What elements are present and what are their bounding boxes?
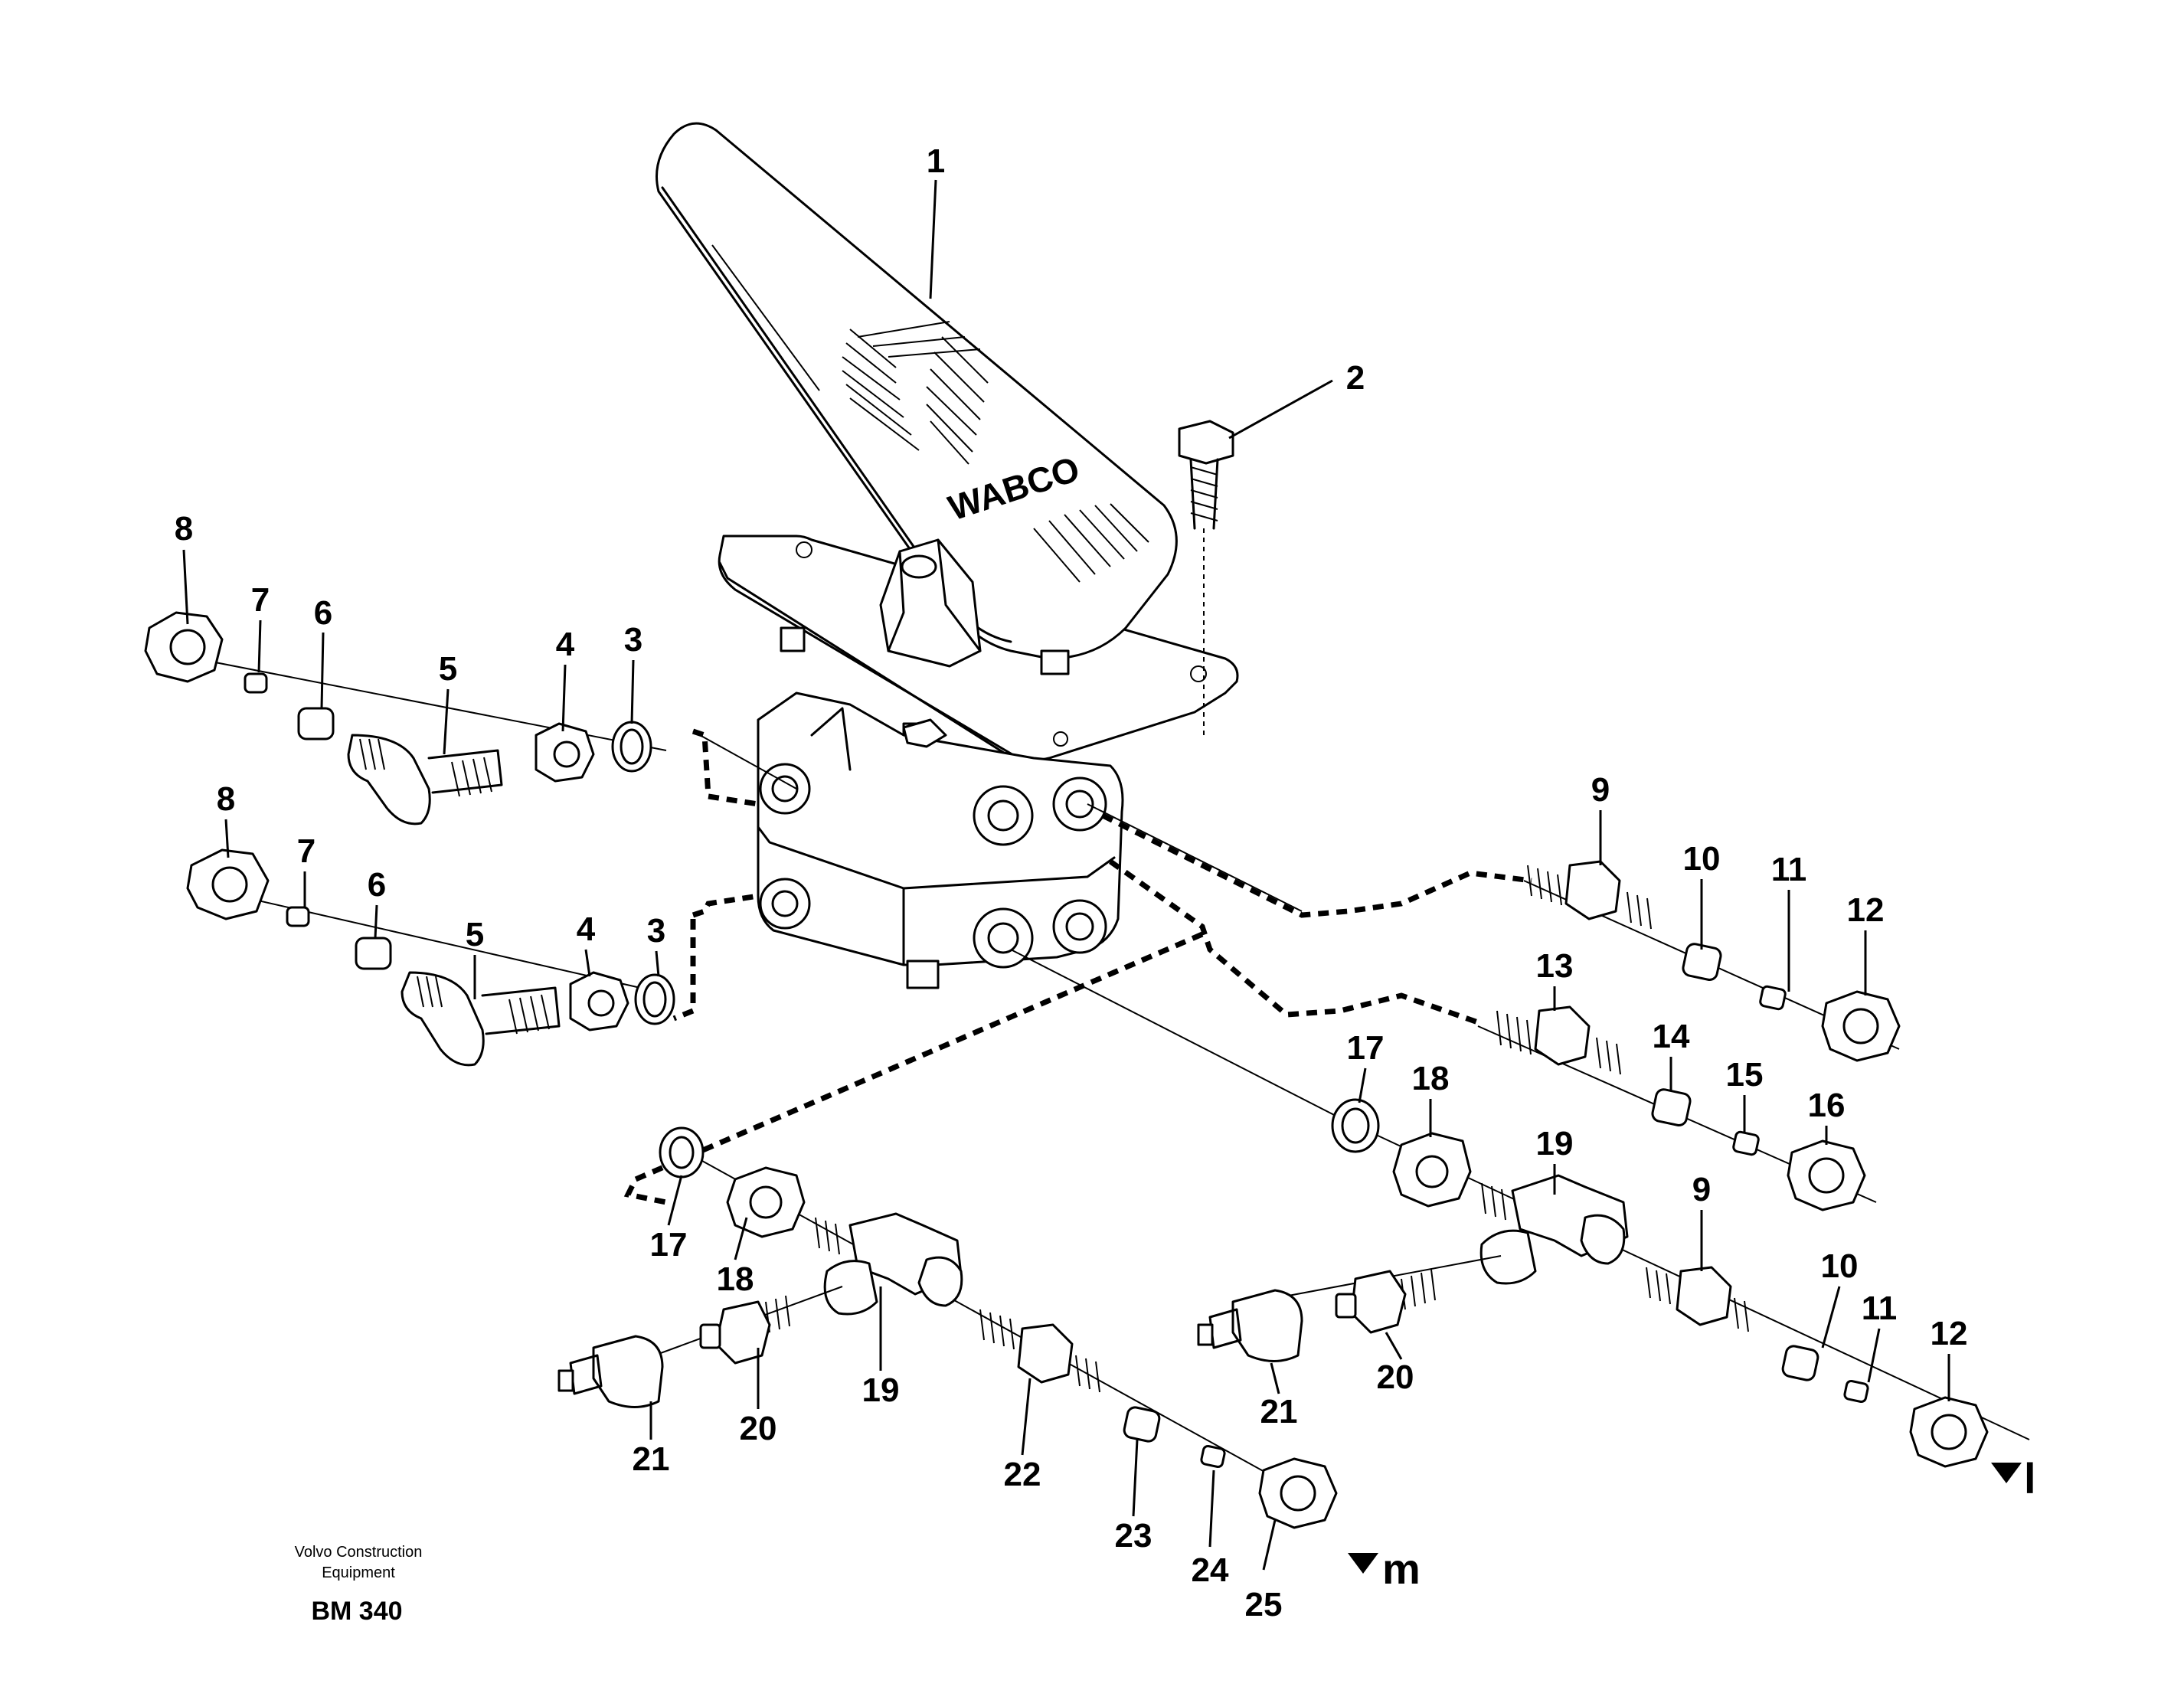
- label-part-11: 11: [1862, 1290, 1898, 1327]
- upper-left-fittings: [144, 611, 667, 825]
- label-part-3: 3: [624, 621, 642, 659]
- label-part-2: 2: [1346, 359, 1365, 397]
- label-part-6: 6: [368, 866, 386, 904]
- brake-pedal: WABCO: [656, 122, 1239, 763]
- label-part-19: 19: [1536, 1125, 1574, 1162]
- caption-line-1: Volvo Construction: [295, 1544, 423, 1561]
- reference-l: l: [2024, 1454, 2036, 1502]
- caption-line-2: Equipment: [322, 1564, 395, 1581]
- label-part-18: 18: [717, 1260, 754, 1298]
- label-part-16: 16: [1808, 1087, 1846, 1124]
- middle-right-fittings: [1477, 1005, 1877, 1211]
- triangle-marker-icon: [1991, 1463, 2022, 1483]
- reference-markers: m l: [1348, 1454, 2036, 1593]
- label-part-12: 12: [1847, 891, 1885, 929]
- label-part-19: 19: [862, 1371, 900, 1409]
- label-part-4: 4: [556, 626, 575, 663]
- triangle-marker-icon: [1348, 1553, 1378, 1574]
- pipe-routing: [623, 728, 1532, 1205]
- label-part-7: 7: [251, 581, 270, 619]
- label-part-21: 21: [1260, 1393, 1298, 1430]
- right-tee-assembly: [1197, 1098, 2030, 1468]
- label-part-17: 17: [1347, 1029, 1385, 1067]
- reference-m: m: [1382, 1545, 1421, 1593]
- label-part-21: 21: [633, 1440, 670, 1478]
- label-part-20: 20: [740, 1410, 777, 1447]
- label-part-25: 25: [1245, 1586, 1283, 1623]
- label-part-5: 5: [439, 650, 457, 688]
- brake-valve-body: [757, 691, 1124, 989]
- label-part-23: 23: [1115, 1517, 1152, 1555]
- label-part-14: 14: [1653, 1018, 1690, 1055]
- label-part-5: 5: [466, 916, 484, 953]
- leader-lines: [182, 179, 1950, 1571]
- label-part-4: 4: [577, 910, 596, 948]
- publisher-caption: Volvo Construction Equipment BM 340: [295, 1544, 423, 1626]
- lower-left-fittings: [186, 848, 675, 1067]
- mounting-bolt: [1178, 420, 1234, 735]
- left-tee-assembly: [557, 1126, 1338, 1529]
- label-part-11: 11: [1771, 851, 1807, 888]
- label-part-10: 10: [1683, 840, 1721, 878]
- upper-right-fittings: [1523, 860, 1901, 1062]
- drawing-code: BM 340: [311, 1597, 402, 1626]
- label-part-24: 24: [1192, 1551, 1229, 1589]
- label-part-22: 22: [1004, 1456, 1041, 1493]
- label-part-7: 7: [297, 832, 316, 870]
- label-part-18: 18: [1412, 1060, 1450, 1097]
- label-part-9: 9: [1591, 771, 1610, 809]
- label-part-9: 9: [1692, 1171, 1711, 1208]
- label-part-10: 10: [1821, 1247, 1859, 1285]
- part-number-labels: 1 2 8 7 6 5 4 3 8 7 6 5 4 3 9 10 11 12 1…: [175, 142, 1968, 1623]
- label-part-3: 3: [647, 912, 665, 950]
- label-part-1: 1: [927, 142, 945, 180]
- label-part-8: 8: [217, 780, 235, 818]
- label-part-15: 15: [1726, 1056, 1764, 1094]
- label-part-20: 20: [1377, 1358, 1414, 1396]
- label-part-8: 8: [175, 510, 193, 548]
- label-part-17: 17: [650, 1226, 688, 1264]
- label-part-6: 6: [314, 594, 332, 632]
- label-part-12: 12: [1931, 1315, 1968, 1352]
- label-part-13: 13: [1536, 947, 1574, 985]
